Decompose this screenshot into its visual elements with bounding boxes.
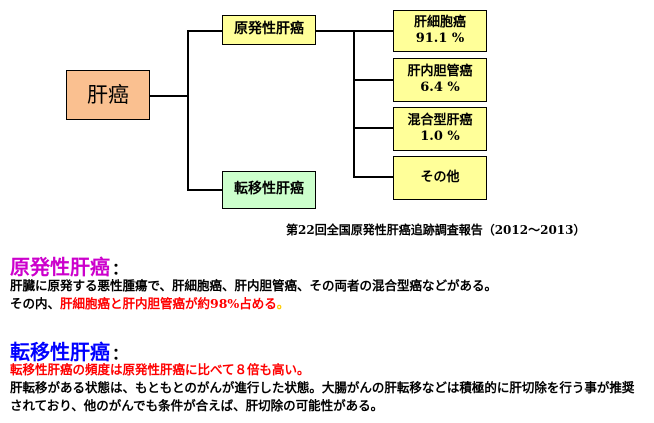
metastatic-line-2: 肝転移がある状態は、もともとのがんが進行した状態。大腸がんの肝転移などは積極的に… xyxy=(10,380,635,413)
heading-metastatic: 転移性肝癌： xyxy=(10,336,128,365)
subtype-value: 1.0 % xyxy=(420,129,460,144)
connector-primary xyxy=(187,30,222,32)
node-other: その他 xyxy=(393,156,487,200)
subtype-name: 肝内胆管癌 xyxy=(407,63,473,79)
source-citation: 第22回全国原発性肝癌追跡調査報告（2012～2013） xyxy=(286,223,586,237)
subtype-value: 6.4 % xyxy=(420,80,460,95)
node-metastatic-liver-cancer: 転移性肝癌 xyxy=(222,171,316,209)
subtype-name: 肝細胞癌 xyxy=(413,14,466,30)
node-cholangiocarcinoma: 肝内胆管癌 6.4 % xyxy=(393,58,487,102)
heading-metastatic-text: 転移性肝癌 xyxy=(10,340,110,364)
metastatic-description: 転移性肝癌の頻度は原発性肝癌に比べて８倍も高い。 肝転移がある状態は、もともとの… xyxy=(10,361,640,415)
heading-primary: 原発性肝癌： xyxy=(10,251,128,280)
primary-description: 肝臓に原発する悪性腫瘍で、肝細胞癌、肝内胆管癌、その両者の混合型癌などがある。 … xyxy=(10,277,640,313)
node-primary-liver-cancer: 原発性肝癌 xyxy=(222,15,316,45)
node-mixed-type: 混合型肝癌 1.0 % xyxy=(393,107,487,151)
node-hepatocellular: 肝細胞癌 91.1 % xyxy=(393,10,487,52)
connector-vertical-left xyxy=(187,30,189,190)
subtype-value: 91.1 % xyxy=(415,31,465,46)
subtype-name: その他 xyxy=(420,169,460,185)
primary-line-1: 肝臓に原発する悪性腫瘍で、肝細胞癌、肝内胆管癌、その両者の混合型癌などがある。 xyxy=(10,278,498,293)
connector-root xyxy=(150,95,188,97)
node-metastatic-label: 転移性肝癌 xyxy=(234,181,304,198)
node-liver-cancer: 肝癌 xyxy=(66,70,150,120)
primary-line-2: その内、肝細胞癌と肝内胆管癌が約98%占める。 xyxy=(10,295,640,313)
node-liver-cancer-label: 肝癌 xyxy=(87,82,129,107)
connector-primary-out xyxy=(316,30,354,32)
heading-primary-text: 原発性肝癌 xyxy=(10,255,110,279)
primary-line-2-suffix: 。 xyxy=(276,296,290,311)
connector-sub-2 xyxy=(353,79,393,81)
connector-metastatic xyxy=(187,189,222,191)
primary-line-2-prefix: その内、 xyxy=(10,296,61,311)
primary-line-2-highlight: 肝細胞癌と肝内胆管癌が約98%占める xyxy=(60,296,277,311)
node-primary-label: 原発性肝癌 xyxy=(234,21,304,38)
subtype-name: 混合型肝癌 xyxy=(407,112,473,128)
connector-vertical-right xyxy=(353,30,355,178)
connector-sub-1 xyxy=(353,30,393,32)
connector-sub-4 xyxy=(353,176,393,178)
heading-colon: ： xyxy=(112,259,129,278)
connector-sub-3 xyxy=(353,127,393,129)
metastatic-line-1: 転移性肝癌の頻度は原発性肝癌に比べて８倍も高い。 xyxy=(10,362,310,377)
heading-colon: ： xyxy=(112,344,129,363)
